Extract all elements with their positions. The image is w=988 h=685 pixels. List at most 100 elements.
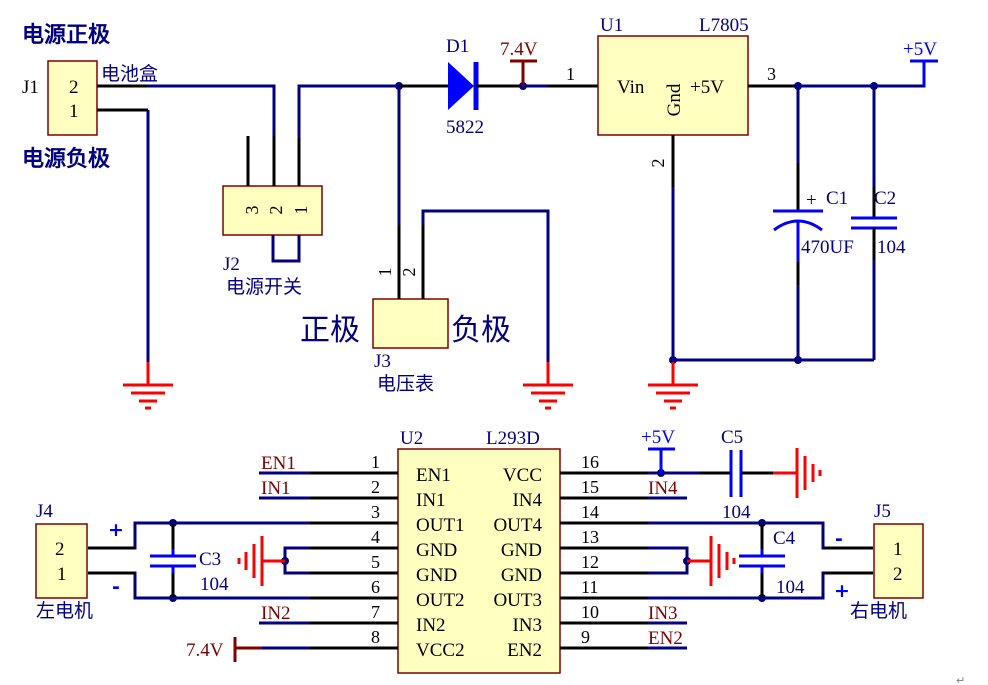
u2-pin-number: 14 [581,502,599,522]
j1-battery-connector[interactable]: J1 2 1 电池盒 [22,60,158,136]
net-en2-label: EN2 [648,628,683,649]
ground-symbol-c5 [773,448,822,498]
wire-j1-to-j2 [147,84,276,136]
d1-diode[interactable]: D1 5822 [399,36,484,138]
j4-ref: J4 [36,501,53,522]
c4-ref: C4 [773,528,796,549]
u2-pin-number: 2 [371,477,380,497]
c2-value: 104 [877,237,906,258]
j1-body [47,60,98,136]
u1-regulator[interactable]: U1 L7805 Vin Gnd +5V 1 3 2 [566,15,776,168]
u2-pin-number: 11 [581,577,598,597]
u2-pin-name: GND [501,540,542,561]
net-5v-label: +5V [903,39,937,60]
u2-pin-name: GND [501,565,542,586]
j5-pin-2-label: 2 [893,564,903,585]
c3-capacitor[interactable]: C3 104 [150,523,229,598]
j5-plus: + [834,580,850,602]
u1-pin-1-label: 1 [566,64,575,84]
c4-capacitor[interactable]: C4 104 [739,523,805,598]
u2-pin-name: EN1 [416,465,451,486]
u2-pin-number: 7 [371,602,380,622]
u2-pin-name: GND [416,540,457,561]
j4-pin-2-label: 2 [55,539,65,560]
net-in1-label: IN1 [261,478,291,499]
u2-pin-name: OUT4 [493,515,542,536]
ground-symbol-3 [648,362,698,410]
power-port-7v4-vcc2: 7.4V [186,637,310,662]
u2-pin-number: 6 [371,577,380,597]
ground-symbol-left [237,536,285,586]
u2-motor-driver[interactable]: U2 L293D 1EN12IN13OUT14GND5GND6OUT27IN28… [310,428,648,674]
power-port-7v4: 7.4V [500,39,538,86]
u2-pin-name: IN4 [512,490,542,511]
power-negative-label: 电源负极 [22,147,111,172]
u1-ref: U1 [600,15,623,36]
u2-pin-name: GND [416,565,457,586]
c1-ref: C1 [826,188,848,209]
j2-ref: J2 [223,254,240,275]
net-vcc2-label: 7.4V [186,640,224,661]
j4-minus: - [112,576,120,598]
u2-pin-number: 8 [371,627,380,647]
j1-ref: J1 [22,77,39,98]
j1-pin-2-label: 2 [69,77,79,98]
j2-jumper [271,235,301,263]
ground-symbol-right [687,536,736,586]
j5-right-motor[interactable]: J5 1 2 右电机 - + [834,501,924,622]
u1-pin-3-label: 3 [767,64,776,84]
u2-pin-number: 5 [371,552,380,572]
j2-pin-3-label: 3 [242,206,262,215]
c5-capacitor[interactable]: C5 104 [700,427,773,523]
j5-body [873,523,924,599]
j3-pin-2-label: 2 [399,268,419,277]
u2-value: L293D [486,428,540,449]
ground-symbol-2 [523,362,573,410]
u2-ref: U2 [400,428,423,449]
wire-5v-out [798,61,926,88]
c5-value: 104 [722,502,751,523]
u2-pin-number: 15 [581,477,599,497]
net-in2-label: IN2 [261,603,291,624]
u1-body [597,35,749,136]
u2-pin-name: IN1 [416,490,446,511]
c4-value: 104 [776,577,805,598]
u2-pin-name: OUT1 [416,515,465,536]
u2-pin-number: 1 [371,452,380,472]
j3-pin-1-label: 1 [375,268,395,277]
j3-voltmeter[interactable]: 1 2 正极 负极 J3 电压表 [300,225,511,395]
c2-ref: C2 [874,188,896,209]
j2-power-switch[interactable]: 3 2 1 J2 电源开关 [222,185,323,298]
junction-gnd-u1 [669,356,677,364]
u1-vin-label: Vin [617,77,645,98]
net-7v4-label: 7.4V [500,39,538,60]
j2-name: 电源开关 [226,276,302,298]
j5-pin-1-label: 1 [893,539,903,560]
j4-left-motor[interactable]: J4 2 1 左电机 + - [35,501,124,622]
u2-pin-name: VCC2 [416,640,465,661]
net-in3-label: IN3 [648,603,678,624]
u2-pin-number: 3 [371,502,380,522]
net-en1-label: EN1 [261,453,296,474]
u2-body [397,448,561,674]
u2-pin-name: OUT3 [493,590,542,611]
j5-name: 右电机 [850,600,907,622]
j2-pin-1-label: 1 [291,206,311,215]
u1-gnd-label: Gnd [664,83,685,116]
u2-pin-name: IN3 [512,615,542,636]
j1-pin-1-label: 1 [69,101,79,122]
j3-negative-label: 负极 [451,313,511,348]
u2-pin-name: EN2 [507,640,542,661]
u2-pin-name: OUT2 [416,590,465,611]
c3-ref: C3 [199,549,221,570]
paragraph-mark: ↵ [956,674,965,685]
j3-name: 电压表 [377,373,434,395]
ground-symbol-1 [123,362,173,410]
j3-body [372,298,449,349]
u2-pin-name: VCC [503,465,542,486]
u2-pin-number: 9 [581,627,590,647]
c2-capacitor[interactable]: C2 104 [851,86,906,360]
u1-value: L7805 [699,15,749,36]
c1-capacitor[interactable]: + C1 470UF [773,86,854,360]
